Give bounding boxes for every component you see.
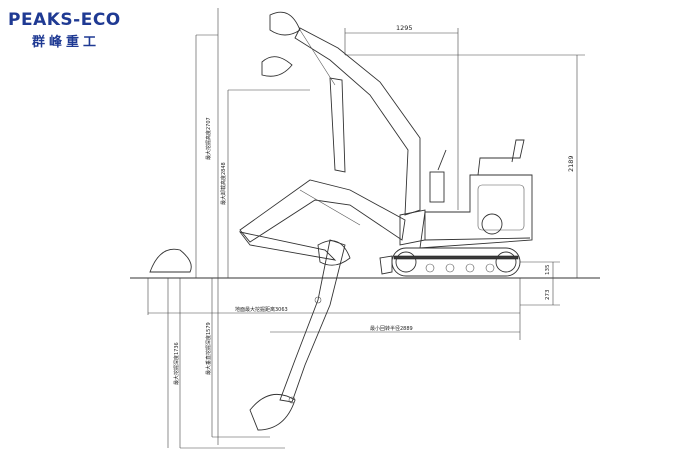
bucket-deep	[249, 393, 296, 431]
swing-bracket	[399, 209, 426, 246]
dim-track-height-label: 135	[545, 264, 551, 275]
cylinder	[299, 29, 336, 86]
body-line	[424, 237, 531, 241]
pivot-pin	[288, 396, 296, 404]
boom-horizontal	[238, 179, 406, 266]
dim-overall-height-label: 2189	[567, 155, 575, 172]
cylinder	[299, 189, 361, 226]
bucket-ground	[149, 248, 192, 273]
dim-max-dig-height-label: 最大挖掘高度2707	[205, 117, 212, 160]
roller	[465, 263, 475, 273]
bucket-mid-reach	[317, 240, 351, 266]
dim-turn-radius-label: 最小回转半径2889	[370, 325, 413, 332]
control-lever	[437, 149, 447, 171]
dim-max-dig-depth-label: 最大挖掘深度1736	[173, 342, 180, 385]
dim-vertical-depth-label: 最大垂直挖掘深度1579	[205, 322, 212, 375]
bucket-top	[269, 11, 301, 36]
boom-upper	[294, 27, 421, 216]
stick-deep	[279, 239, 346, 403]
sprocket-wheel	[395, 251, 417, 273]
dozer-blade	[379, 255, 393, 275]
roller	[485, 263, 495, 273]
stick-upper	[329, 77, 346, 173]
boom-deep	[249, 239, 346, 431]
track-band	[393, 255, 519, 260]
brand-logo: PEAKS-ECO 群峰重工	[8, 10, 148, 50]
brand-name-en: PEAKS-ECO	[8, 10, 121, 30]
operator-seat	[477, 139, 525, 176]
dim-max-reach-label: 地面最大挖掘距离3063	[235, 306, 288, 313]
boom-mid	[239, 179, 406, 243]
roller	[425, 263, 435, 273]
control-console	[429, 171, 445, 203]
excavator-body	[379, 139, 533, 277]
bucket-mid	[261, 56, 293, 77]
dimension-lines	[147, 8, 585, 449]
roller	[445, 263, 455, 273]
upper-structure	[419, 174, 533, 249]
engine-cover	[477, 184, 525, 231]
boom-raised	[261, 11, 421, 216]
dim-top-width-label: 1295	[396, 24, 413, 32]
track-rollers	[393, 251, 519, 273]
brand-name-cn: 群峰重工	[32, 35, 101, 50]
idler-wheel	[495, 251, 517, 273]
dim-max-dump-height-label: 最大卸载高度2848	[220, 162, 227, 205]
emblem-circle	[481, 213, 503, 235]
pivot-pin	[314, 296, 322, 304]
track	[391, 247, 521, 277]
dim-clearance-label: 273	[545, 289, 551, 300]
stick-mid	[238, 231, 337, 261]
